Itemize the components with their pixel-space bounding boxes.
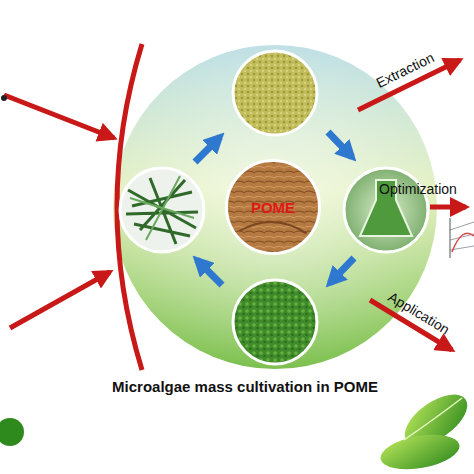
input-arrow <box>10 272 110 328</box>
cell-sample <box>233 280 317 364</box>
flask-sample <box>344 168 428 252</box>
algae-sample <box>233 51 317 135</box>
leaves <box>378 385 474 474</box>
cut-off-mark <box>1 95 7 101</box>
leaf-blob <box>0 418 24 446</box>
surface-chart <box>450 218 474 258</box>
sludge-circle: POME <box>225 159 321 255</box>
input-arrow <box>4 95 114 138</box>
cycle-arrows <box>195 132 354 285</box>
output-arrow <box>430 205 466 210</box>
filament-sample <box>120 168 204 252</box>
output-label: Optimization <box>379 181 457 197</box>
caption: Microalgae mass cultivation in POME <box>112 378 378 395</box>
node-label: POME <box>251 199 295 216</box>
